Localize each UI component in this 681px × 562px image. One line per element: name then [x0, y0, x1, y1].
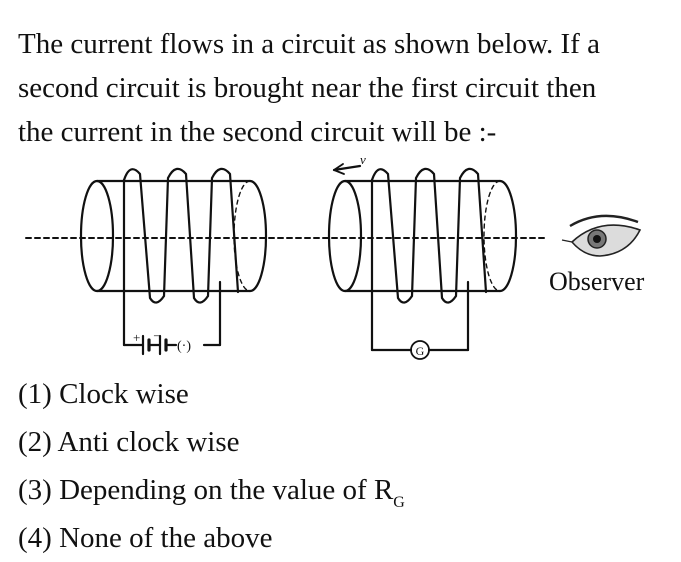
answer-options: (1) Clock wise (2) Anti clock wise (3) D… [18, 370, 405, 562]
circuit-diagram: Observer v G + – (·) [25, 152, 645, 360]
galvanometer-label: G [416, 344, 425, 358]
option-2[interactable]: (2) Anti clock wise [18, 418, 405, 466]
battery-plus-label: + [133, 330, 140, 345]
key-label: (·) [177, 339, 191, 354]
solenoid-2 [327, 167, 518, 352]
velocity-label: v [360, 152, 366, 167]
option-4-label: (4) None of the above [18, 522, 273, 554]
option-3[interactable]: (3) Depending on the value of RG [18, 466, 405, 514]
option-1[interactable]: (1) Clock wise [18, 370, 405, 418]
observer-eye-icon [561, 214, 642, 257]
question-line-2: second circuit is brought near the first… [18, 72, 597, 104]
question-text: The current flows in a circuit as shown … [18, 22, 678, 154]
option-2-label: (2) Anti clock wise [18, 426, 240, 458]
battery-minus-label: – [153, 327, 161, 342]
galvanometer-circuit [370, 340, 470, 360]
option-1-label: (1) Clock wise [18, 378, 189, 410]
velocity-arrow [332, 163, 362, 175]
option-3-label: (3) Depending on the value of R [18, 474, 394, 506]
option-4[interactable]: (4) None of the above [18, 514, 405, 562]
question-line-3: the current in the second circuit will b… [18, 116, 497, 148]
question-line-1: The current flows in a circuit as shown … [18, 28, 600, 60]
option-3-subscript: G [393, 494, 405, 511]
battery-circuit [122, 334, 222, 356]
solenoid-1 [79, 167, 268, 347]
observer-label: Observer [549, 267, 645, 296]
